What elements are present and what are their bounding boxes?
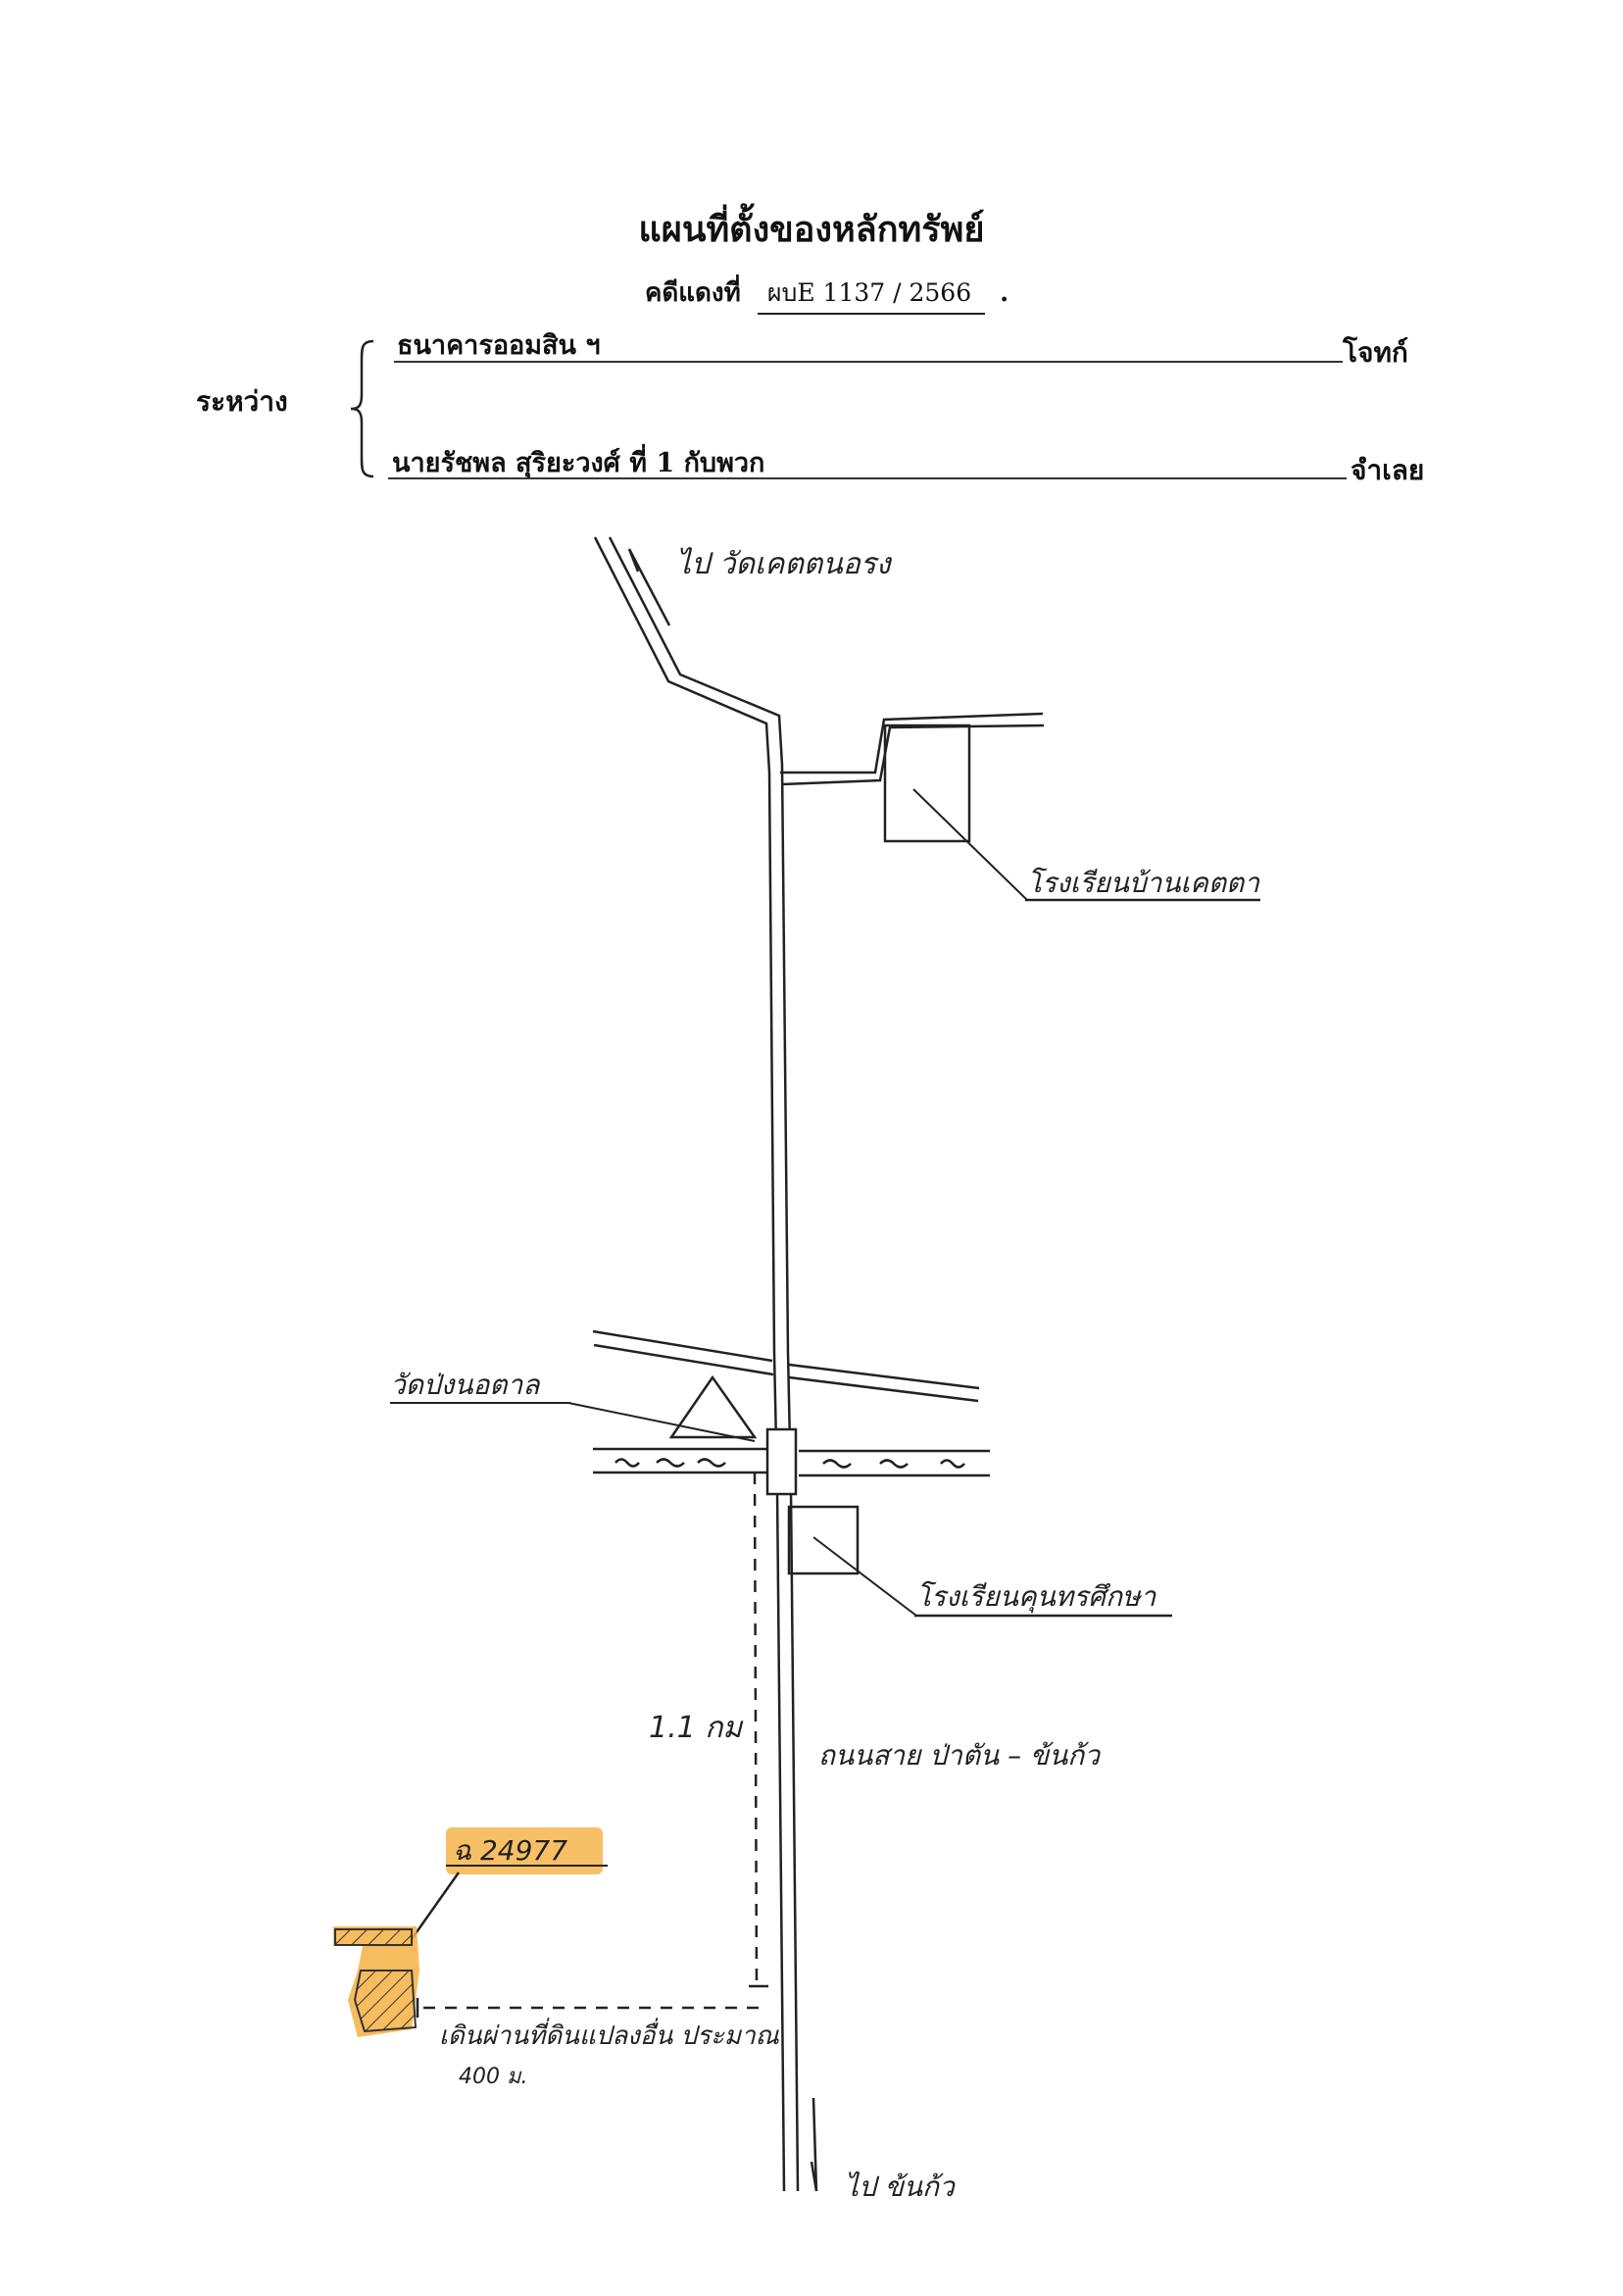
- walk-label: เดินผ่านที่ดินแปลงอื่น ประมาณ: [439, 2018, 780, 2051]
- case-suffix: .: [1000, 278, 1009, 308]
- distance-label: 1.1 กม: [649, 1711, 744, 1745]
- bridge: [765, 1427, 798, 1496]
- property-label: ฉ 24977: [453, 1834, 567, 1867]
- plaintiff-role: โจทก์: [1343, 336, 1408, 369]
- route-dashed: [419, 1472, 759, 2010]
- temple-leader: [567, 1402, 756, 1442]
- case-number-line: คดีแดงที่ ผบE 1137 / 2566 .: [645, 273, 1008, 315]
- defendant-underline: [388, 477, 1347, 479]
- road-south-label: ไป ข้นก้ว: [845, 2171, 957, 2203]
- school-1-leader: [912, 788, 1028, 901]
- plaintiff-underline: [394, 361, 1343, 363]
- temple-label: วัดป่งนอตาล: [390, 1369, 541, 1401]
- property-parcel: [333, 1926, 419, 2037]
- defendant-name: นายรัชพล สุริยะวงศ์ ที่ 1 กับพวก: [392, 448, 765, 478]
- canal: [593, 1447, 990, 1477]
- school-2-building: [787, 1505, 860, 1575]
- school-2-label: โรงเรียนคุนทรศึกษา: [916, 1580, 1156, 1614]
- road-name-label: ถนนสาย ป่าตัน – ข้นก้ว: [818, 1739, 1102, 1772]
- north-arrow: [627, 548, 671, 626]
- school-2-leader: [812, 1536, 917, 1617]
- defendant-role: จำเลย: [1351, 454, 1425, 486]
- temple-symbol: [668, 1374, 758, 1439]
- document-title: แผนที่ตั้งของหลักทรัพย์: [638, 209, 985, 250]
- south-arrow: [810, 2097, 818, 2192]
- school-1-label: โรงเรียนบ้านเคตตา: [1027, 867, 1260, 899]
- party-brace: [350, 339, 374, 478]
- case-number: ผบE 1137 / 2566: [757, 274, 986, 315]
- cross-road: [592, 1329, 980, 1403]
- road-north-label: ไป วัดเคตตนอรง: [676, 547, 893, 581]
- main-road: [593, 536, 800, 2192]
- walk-distance: 400 ม.: [459, 2065, 527, 2089]
- property-label-highlight: [446, 1827, 603, 1874]
- case-label: คดีแดงที่: [645, 278, 741, 308]
- school-1-building: [883, 724, 971, 843]
- plaintiff-name: ธนาคารออมสิน ฯ: [397, 330, 601, 361]
- between-label: ระหว่าง: [196, 385, 288, 418]
- property-leader: [410, 1872, 461, 1940]
